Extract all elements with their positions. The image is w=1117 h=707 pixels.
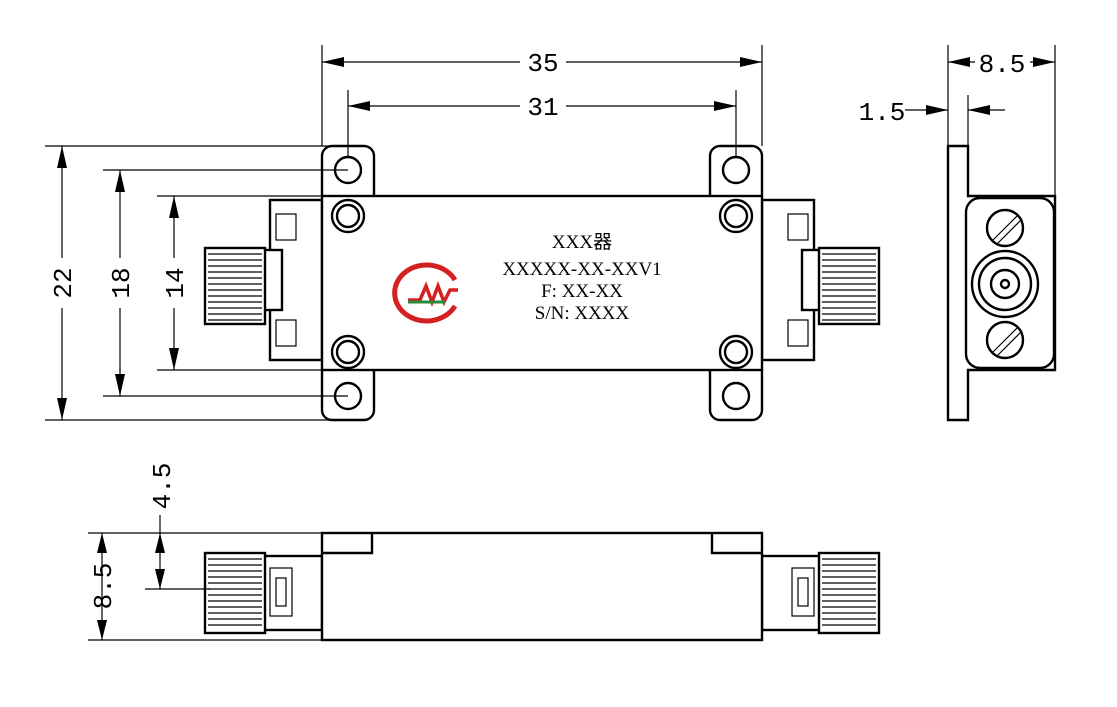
dim-total-width: 22 [45, 145, 330, 421]
dim-connector-center: 4.5 [145, 463, 210, 590]
bottom-view: 8.5 4.5 [88, 463, 881, 642]
dim-hole-pitch-width: 18 [103, 169, 348, 397]
right-connector [760, 198, 881, 362]
dim-label-1-5: 1.5 [859, 98, 906, 128]
screw-top [985, 208, 1025, 248]
dim-label-31: 31 [527, 93, 558, 123]
dim-side-width: 8.5 [947, 45, 1056, 196]
company-logo [392, 262, 458, 324]
label-line-3: F: XX-XX [541, 281, 623, 302]
dim-hole-pitch-length: 31 [347, 90, 737, 157]
dim-body-width: 14 [157, 195, 322, 371]
notch-right [710, 533, 762, 555]
label-line-1: XXX器 [552, 232, 612, 253]
dim-label-22: 22 [49, 267, 79, 298]
dim-label-14: 14 [161, 267, 191, 298]
label-line-2: XXXXX-XX-XXV1 [502, 259, 661, 280]
dim-total-length: 35 [321, 45, 763, 146]
dim-flange-thickness: 1.5 [859, 95, 1005, 146]
dim-bottom-height: 8.5 [88, 532, 322, 641]
dim-label-35: 35 [527, 49, 558, 79]
side-view: 8.5 1.5 [859, 45, 1057, 422]
dim-label-4-5: 4.5 [148, 463, 178, 510]
bottom-right-connector [760, 551, 881, 635]
top-view: XXX器 XXXXX-XX-XXV1 F: XX-XX S/N: XXXX 35… [45, 45, 881, 422]
left-connector [203, 198, 324, 362]
bottom-left-connector [203, 551, 324, 635]
notch-left [322, 533, 374, 555]
dim-label-8-5-side: 8.5 [979, 50, 1026, 80]
label-line-4: S/N: XXXX [535, 303, 630, 324]
screw-bottom [985, 320, 1025, 360]
bottom-body [320, 531, 764, 642]
connector-face [970, 249, 1040, 319]
dim-label-8-5-bottom: 8.5 [89, 563, 119, 610]
dim-label-18: 18 [107, 267, 137, 298]
